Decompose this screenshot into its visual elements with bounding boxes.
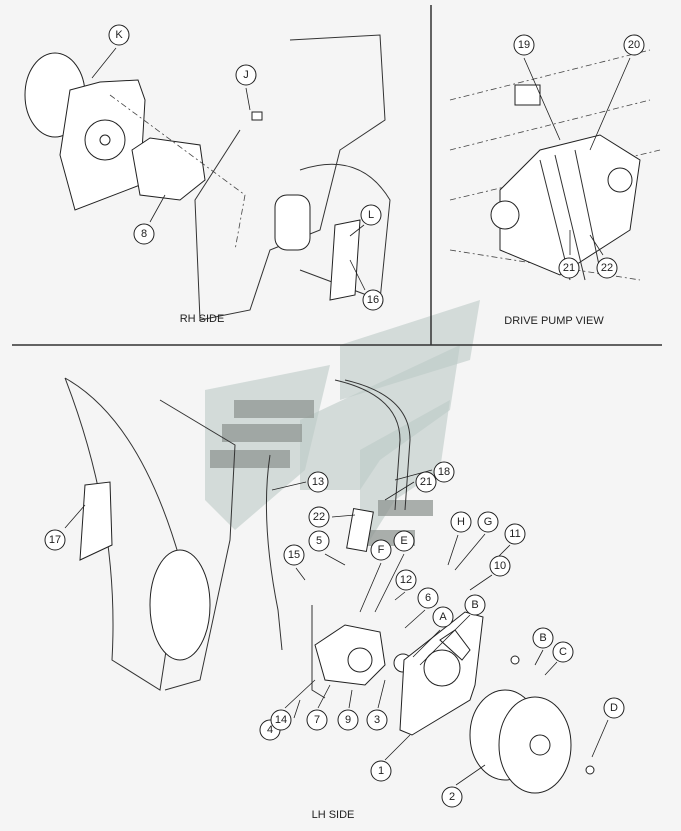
svg-text:7: 7 xyxy=(314,714,320,726)
svg-text:H: H xyxy=(457,516,465,528)
callout-b-2: B xyxy=(532,627,554,649)
svg-text:9: 9 xyxy=(345,714,351,726)
svg-text:19: 19 xyxy=(518,39,530,51)
watermark-logo xyxy=(205,300,480,546)
leader-lines xyxy=(64,47,631,786)
svg-text:F: F xyxy=(378,544,385,556)
callout-21: 21 xyxy=(558,257,580,279)
callout-14: 14 xyxy=(270,709,292,731)
rh-side-art xyxy=(24,34,391,321)
rh-side-caption: RH SIDE xyxy=(180,313,225,325)
svg-text:18: 18 xyxy=(438,466,450,478)
callout-11: 11 xyxy=(504,523,526,545)
callout-15: 15 xyxy=(283,544,305,566)
svg-text:K: K xyxy=(115,29,123,41)
svg-text:6: 6 xyxy=(425,592,431,604)
svg-text:17: 17 xyxy=(49,534,61,546)
svg-text:5: 5 xyxy=(316,535,322,547)
svg-text:1: 1 xyxy=(378,765,384,777)
svg-text:15: 15 xyxy=(288,549,300,561)
svg-text:J: J xyxy=(243,69,249,81)
callout-c: C xyxy=(552,641,574,663)
callout-5: 5 xyxy=(308,530,330,552)
svg-text:16: 16 xyxy=(367,294,379,306)
svg-text:A: A xyxy=(439,611,447,623)
svg-text:12: 12 xyxy=(400,574,412,586)
callout-3: 3 xyxy=(366,709,388,731)
callout-a: A xyxy=(432,606,454,628)
callout-8: 8 xyxy=(133,223,155,245)
callout-j: J xyxy=(235,64,257,86)
callout-12: 12 xyxy=(395,569,417,591)
lh-side-caption: LH SIDE xyxy=(312,809,355,821)
svg-text:B: B xyxy=(471,599,478,611)
svg-text:G: G xyxy=(484,516,493,528)
callout-k: K xyxy=(108,24,130,46)
callout-21-lh: 21 xyxy=(415,471,437,493)
svg-text:21: 21 xyxy=(563,262,575,274)
lh-side-art xyxy=(64,377,595,794)
svg-text:22: 22 xyxy=(313,511,325,523)
callout-22: 22 xyxy=(596,257,618,279)
svg-text:L: L xyxy=(368,209,374,221)
callout-19: 19 xyxy=(513,34,535,56)
callout-22-lh: 22 xyxy=(308,506,330,528)
callout-16: 16 xyxy=(362,289,384,311)
callout-f: F xyxy=(370,539,392,561)
svg-text:11: 11 xyxy=(509,528,520,540)
callout-b: B xyxy=(464,594,486,616)
callout-7: 7 xyxy=(306,709,328,731)
drive-pump-caption: DRIVE PUMP VIEW xyxy=(504,315,604,327)
svg-text:10: 10 xyxy=(494,560,506,572)
callout-18: 18 xyxy=(433,461,455,483)
callout-6: 6 xyxy=(417,587,439,609)
svg-text:E: E xyxy=(400,535,407,547)
callout-20: 20 xyxy=(623,34,645,56)
svg-text:D: D xyxy=(610,702,618,714)
svg-text:21: 21 xyxy=(420,476,432,488)
svg-text:B: B xyxy=(539,632,546,644)
svg-text:14: 14 xyxy=(275,714,287,726)
callout-2: 2 xyxy=(441,786,463,808)
callout-h: H xyxy=(450,511,472,533)
callout-d: D xyxy=(603,697,625,719)
svg-text:3: 3 xyxy=(374,714,380,726)
svg-text:22: 22 xyxy=(601,262,613,274)
callout-10: 10 xyxy=(489,555,511,577)
callout-1: 1 xyxy=(370,760,392,782)
callout-13: 13 xyxy=(307,471,329,493)
svg-text:4: 4 xyxy=(267,724,273,736)
svg-text:20: 20 xyxy=(628,39,640,51)
svg-text:8: 8 xyxy=(141,228,147,240)
callout-g: G xyxy=(477,511,499,533)
callout-9: 9 xyxy=(337,709,359,731)
svg-text:C: C xyxy=(559,646,567,658)
svg-text:2: 2 xyxy=(449,791,455,803)
callout-17: 17 xyxy=(44,529,66,551)
svg-text:13: 13 xyxy=(312,476,324,488)
callout-e: E xyxy=(393,530,415,552)
drive-pump-art xyxy=(449,49,661,281)
callout-l: L xyxy=(360,204,382,226)
